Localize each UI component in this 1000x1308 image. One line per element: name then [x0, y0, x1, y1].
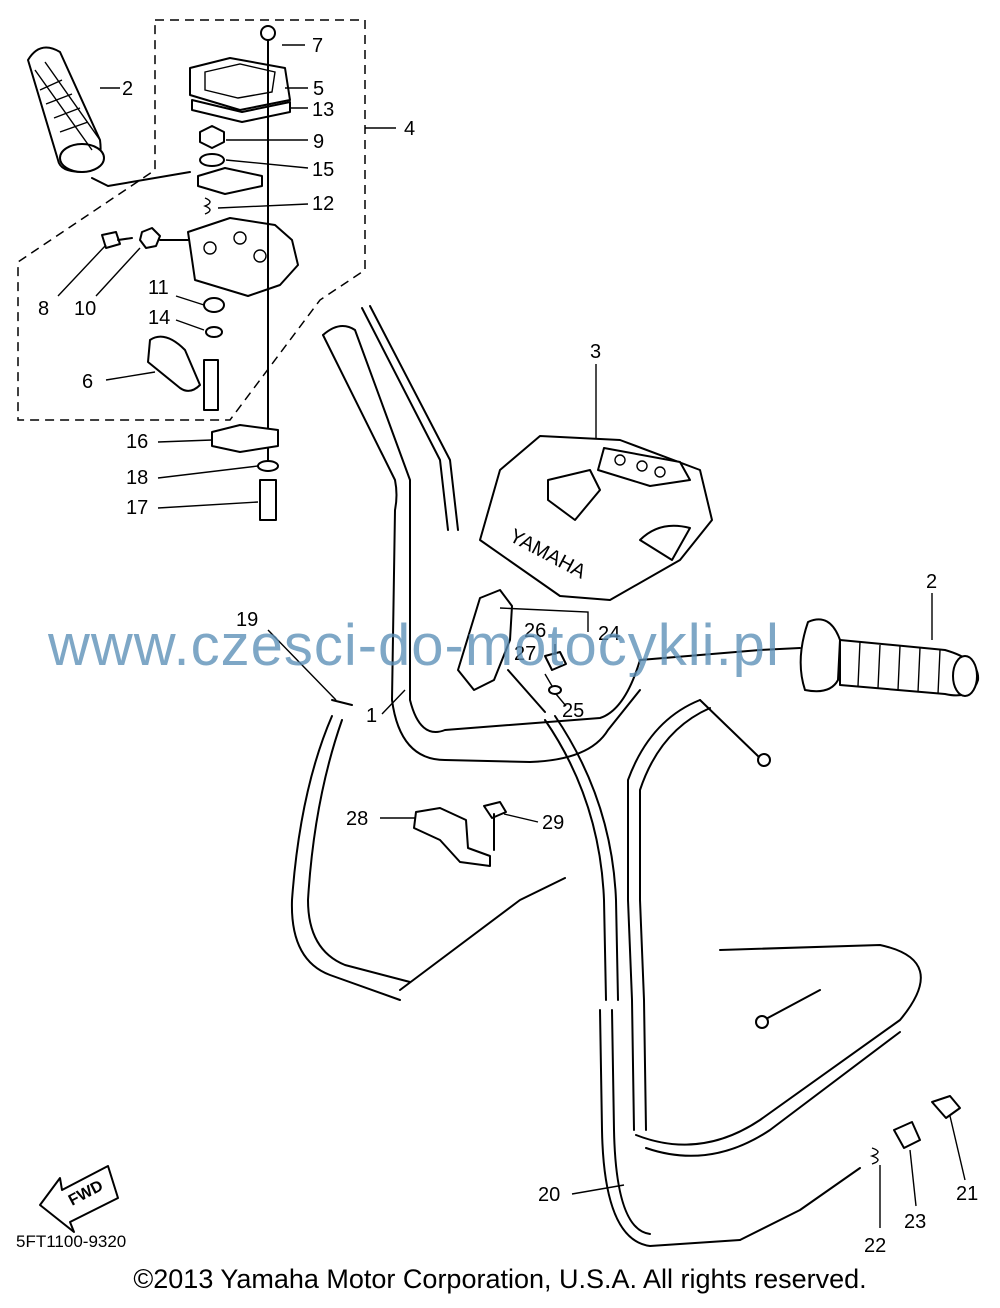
callout-2-left: 2 — [122, 78, 133, 100]
callout-9: 9 — [313, 131, 324, 153]
callout-7: 7 — [312, 35, 323, 57]
diagram-code: 5FT1100-9320 — [16, 1232, 127, 1251]
bracket — [413, 801, 507, 867]
switch-parts — [101, 25, 299, 521]
callout-11: 11 — [148, 277, 169, 299]
callout-21: 21 — [956, 1183, 978, 1205]
callout-14: 14 — [148, 307, 170, 329]
callout-29: 29 — [542, 812, 564, 834]
callout-5: 5 — [313, 78, 324, 100]
callout-25: 25 — [562, 700, 584, 722]
callout-15: 15 — [312, 159, 334, 181]
callout-4: 4 — [404, 118, 415, 140]
handlebar — [322, 325, 801, 763]
right-grip — [799, 618, 980, 697]
callout-20: 20 — [538, 1184, 560, 1206]
cables — [290, 305, 922, 1247]
small-parts — [869, 1095, 961, 1165]
callout-10: 10 — [74, 298, 96, 320]
callout-12: 12 — [312, 193, 334, 215]
callout-19: 19 — [236, 609, 258, 631]
callout-16: 16 — [126, 431, 148, 453]
left-grip — [27, 46, 191, 187]
callout-26: 26 — [524, 620, 546, 642]
throttle-housing — [457, 589, 567, 713]
leader-lines — [57, 44, 966, 1228]
callout-28: 28 — [346, 808, 368, 830]
callout-1: 1 — [366, 705, 377, 727]
watermark: www.czesci-do-motocykli.pl — [48, 613, 780, 678]
copyright-notice: ©2013 Yamaha Motor Corporation, U.S.A. A… — [133, 1264, 867, 1294]
callout-13: 13 — [312, 99, 334, 121]
callout-18: 18 — [126, 467, 148, 489]
callout-22: 22 — [864, 1235, 886, 1257]
callout-6: 6 — [82, 371, 93, 393]
fwd-arrow: FWD — [39, 1165, 119, 1233]
callout-labels: 7 5 13 9 15 12 4 2 8 10 11 14 6 16 18 17… — [38, 35, 978, 1257]
callout-24: 24 — [598, 623, 620, 645]
handlebar-cover: YAMAHA — [479, 435, 713, 601]
callout-2-right: 2 — [926, 571, 937, 593]
callout-3: 3 — [590, 341, 601, 363]
callout-27: 27 — [514, 643, 536, 665]
callout-23: 23 — [904, 1211, 926, 1233]
switch-assembly-boundary — [17, 19, 366, 421]
callout-17: 17 — [126, 497, 148, 519]
callout-8: 8 — [38, 298, 49, 320]
